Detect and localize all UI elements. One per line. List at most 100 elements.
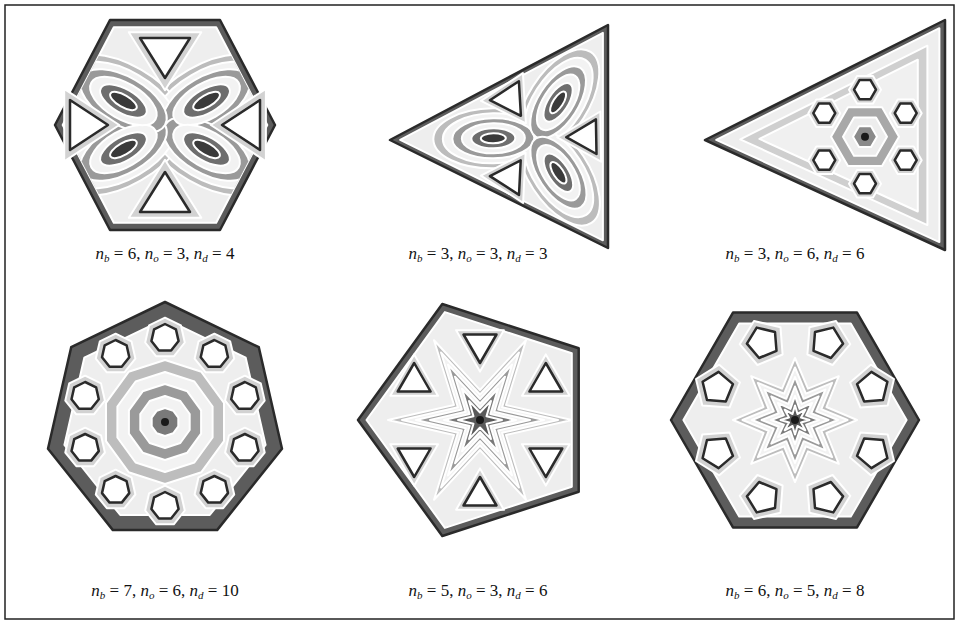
hole-opening	[464, 477, 497, 506]
petal-contour	[471, 128, 515, 149]
variable-symbol: n	[190, 581, 199, 600]
hole-opening	[231, 434, 258, 461]
caption-text: = 7,	[105, 581, 140, 600]
interior-field	[63, 27, 268, 222]
variable-subscript: o	[153, 252, 159, 264]
contour-group	[106, 360, 224, 484]
hole-opening	[102, 340, 129, 367]
variable-symbol: n	[96, 244, 105, 263]
hole-opening	[813, 151, 835, 170]
caption-text: = 5,	[789, 581, 824, 600]
variable-symbol: n	[194, 244, 203, 263]
hole-halo	[740, 475, 783, 519]
star-contour	[771, 396, 819, 444]
hole-halo	[390, 444, 438, 485]
hole-halo	[481, 73, 526, 123]
hole-halo	[850, 365, 894, 408]
star-contour	[762, 387, 829, 454]
petal-contour	[462, 123, 525, 154]
hole-halo	[850, 432, 894, 475]
hole-halo	[195, 334, 235, 373]
variable-subscript: o	[783, 589, 789, 601]
hole-halo	[696, 432, 740, 475]
hole-halo	[225, 428, 265, 467]
star-contour	[781, 406, 810, 435]
parameter-caption: nb = 6, no = 5, nd = 8	[723, 581, 868, 601]
center-dot	[791, 416, 799, 424]
hole-halo	[96, 334, 136, 373]
hole-opening	[747, 482, 777, 512]
hole-halo	[557, 112, 601, 162]
contour-band	[740, 46, 927, 225]
hole-opening	[140, 172, 190, 212]
caption-text: = 6,	[154, 581, 189, 600]
caption-text: = 3,	[472, 581, 507, 600]
caption-text: = 8	[838, 581, 865, 600]
hole-halo	[522, 354, 570, 395]
hole-halo	[456, 330, 504, 371]
contour-band	[152, 408, 179, 436]
shape-boundary	[358, 304, 579, 536]
interior-field	[683, 323, 906, 516]
hole-opening	[201, 340, 228, 367]
contour-band	[140, 396, 189, 448]
petal-contour	[191, 88, 223, 113]
variable-symbol: n	[726, 581, 735, 600]
variable-subscript: o	[149, 589, 155, 601]
star-contour	[733, 358, 857, 482]
hole-opening	[857, 372, 887, 402]
hole-halo	[64, 89, 119, 162]
petal-contour	[538, 149, 579, 197]
variable-symbol: n	[409, 581, 418, 600]
hole-halo	[456, 468, 504, 509]
hole-opening	[151, 324, 178, 351]
shape-boundary	[48, 302, 282, 530]
variable-subscript: o	[466, 589, 472, 601]
variable-symbol: n	[140, 581, 149, 600]
hole-halo	[145, 486, 185, 525]
variable-subscript: b	[417, 589, 423, 601]
hole-halo	[807, 321, 850, 365]
variable-subscript: d	[515, 589, 521, 601]
variable-symbol: n	[458, 244, 467, 263]
petal-contour	[191, 136, 223, 161]
hole-opening	[72, 382, 99, 409]
hole-opening	[813, 104, 835, 123]
hole-opening	[151, 492, 178, 519]
hole-opening	[747, 328, 777, 358]
hole-halo	[890, 146, 922, 174]
hole-opening	[857, 439, 887, 469]
caption-text: = 6,	[789, 244, 824, 263]
contour-band	[843, 118, 887, 156]
hole-opening	[703, 372, 733, 402]
star-contour	[743, 368, 848, 473]
contour-group	[733, 358, 857, 482]
interior-field	[716, 28, 939, 242]
variable-symbol: n	[91, 581, 100, 600]
hole-halo	[807, 475, 850, 519]
variable-subscript: d	[515, 252, 521, 264]
caption-text: = 3,	[159, 244, 194, 263]
hole-halo	[129, 32, 202, 90]
shape-boundary	[705, 20, 945, 250]
parameter-caption: nb = 6, no = 3, nd = 4	[93, 244, 238, 264]
hole-opening	[854, 174, 876, 193]
hole-opening	[814, 482, 844, 512]
contour-band	[117, 372, 212, 472]
hole-halo	[808, 99, 840, 127]
contour-band	[831, 107, 899, 166]
variable-subscript: b	[734, 589, 740, 601]
hole-opening	[72, 434, 99, 461]
star-contour	[430, 377, 530, 464]
hole-opening	[231, 382, 258, 409]
variable-subscript: d	[198, 589, 204, 601]
hole-halo	[740, 321, 783, 365]
hole-opening	[814, 328, 844, 358]
variable-symbol: n	[409, 244, 418, 263]
caption-text: = 6	[521, 581, 548, 600]
petal-contour	[452, 118, 535, 159]
variable-subscript: b	[104, 252, 110, 264]
variable-subscript: d	[202, 252, 208, 264]
hole-halo	[481, 153, 526, 203]
